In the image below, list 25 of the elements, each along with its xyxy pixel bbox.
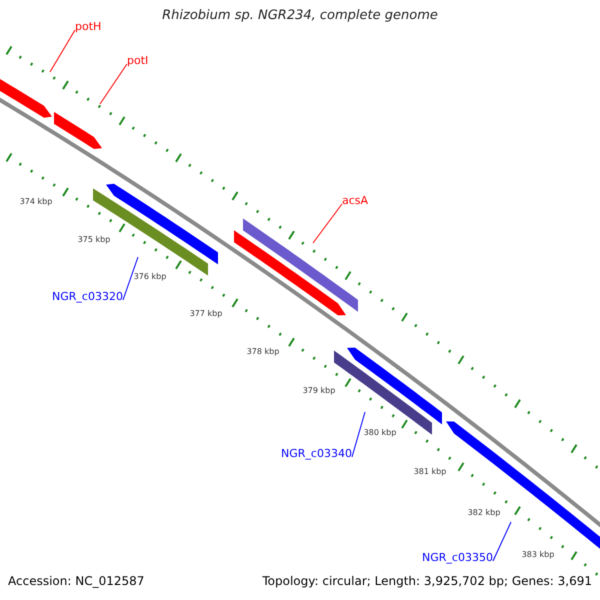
leader-line (50, 30, 76, 72)
tick-label: 378 kbp (246, 347, 280, 357)
leader-line (492, 522, 512, 562)
gene-label: potH (75, 20, 102, 33)
gene-label: NGR_c03340 (281, 447, 352, 460)
gene-label: potI (127, 54, 148, 67)
gene-label: NGR_c03350 (422, 551, 493, 564)
tick-label: 379 kbp (302, 386, 336, 396)
tick-label: 377 kbp (190, 309, 222, 319)
tick-label: 383 kbp (522, 550, 554, 560)
tick-label: 382 kbp (468, 508, 500, 518)
tick-label: 380 kbp (364, 428, 396, 438)
tick-label: 374 kbp (20, 197, 52, 207)
gene-label: NGR_c03320 (52, 290, 123, 303)
gene-label: acsA (342, 194, 368, 207)
tick-label: 381 kbp (414, 467, 446, 477)
leader-line (352, 412, 366, 458)
leader-line (122, 256, 138, 300)
tick-label: 375 kbp (78, 235, 110, 245)
genome-summary-text: Topology: circular; Length: 3,925,702 bp; Genes: 3,691 (262, 574, 592, 588)
map-title: Rhizobium sp. NGR234, complete genome (161, 9, 439, 22)
leader-line (312, 204, 342, 244)
tick-label: 376 kbp (134, 272, 166, 282)
leader-line (100, 64, 128, 104)
accession-text: Accession: NC_012587 (8, 574, 144, 588)
